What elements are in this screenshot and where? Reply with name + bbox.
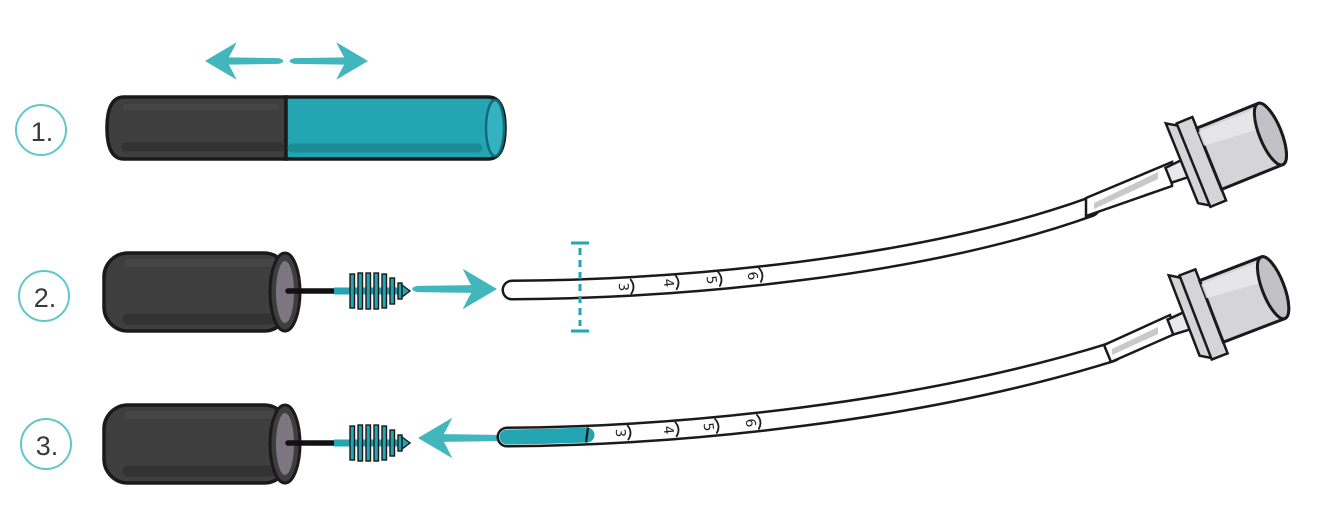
luer-hub-connector — [1148, 82, 1299, 219]
cap-end-face — [484, 98, 506, 158]
depth-mark-5: 5 — [700, 418, 720, 434]
svg-text:6: 6 — [743, 271, 760, 282]
sample-coating — [499, 427, 595, 445]
depth-mark-3: 3 — [615, 278, 635, 295]
twist-left-arrow-icon — [205, 42, 284, 80]
svg-text:3: 3 — [612, 428, 628, 437]
step-2-badge — [18, 270, 70, 322]
svg-text:3: 3 — [615, 282, 631, 291]
step-1-badge — [15, 104, 67, 156]
luer-hub-connector — [1151, 236, 1301, 371]
insert-arrow-icon — [412, 268, 497, 310]
depth-mark-3: 3 — [612, 424, 632, 441]
swab-brush — [288, 425, 410, 461]
twist-right-arrow-icon — [289, 42, 368, 80]
depth-mark-6: 6 — [743, 267, 764, 283]
svg-text:4: 4 — [660, 425, 677, 435]
depth-mark-4: 4 — [660, 421, 680, 438]
depth-mark-6: 6 — [741, 414, 762, 430]
catheter-tube: 3 4 5 6 — [501, 82, 1299, 301]
svg-text:4: 4 — [660, 278, 677, 288]
step-3-group: 3. 3 4 5 6 — [20, 236, 1301, 483]
depth-mark-4: 4 — [660, 274, 680, 291]
step-3-number: 3. — [36, 431, 59, 461]
withdraw-arrow-icon — [418, 417, 503, 459]
step-1-number: 1. — [31, 117, 54, 147]
catheter-tube-with-sample: 3 4 5 6 — [496, 236, 1301, 448]
step-2-number: 2. — [34, 283, 57, 313]
svg-text:5: 5 — [703, 275, 720, 285]
svg-text:5: 5 — [700, 422, 717, 432]
step-3-badge — [20, 418, 72, 470]
applicator-cap-open — [104, 405, 300, 483]
closed-applicator — [105, 95, 507, 161]
applicator-cap-open — [104, 253, 300, 331]
step-2-group: 2. 3 4 5 6 — [18, 82, 1299, 333]
step-1-group: 1. — [15, 42, 507, 161]
swab-brush — [288, 273, 410, 309]
measure-dashed-line — [571, 241, 589, 333]
svg-text:6: 6 — [741, 418, 758, 429]
depth-mark-5: 5 — [703, 271, 723, 287]
